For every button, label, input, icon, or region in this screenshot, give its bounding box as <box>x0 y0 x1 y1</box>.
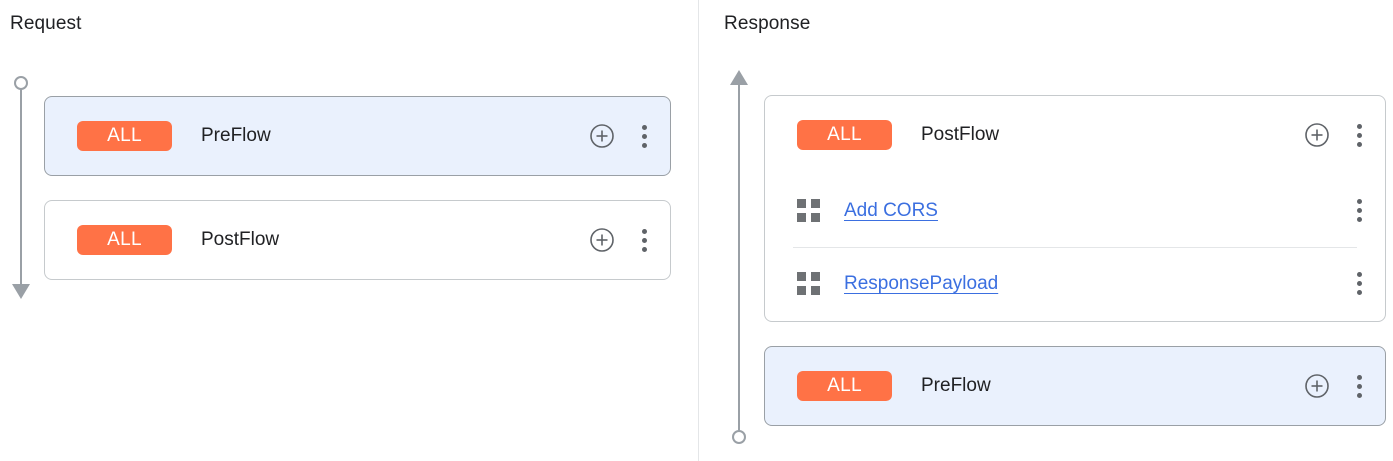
status-badge: ALL <box>77 121 172 151</box>
add-circle-icon[interactable] <box>1304 373 1330 399</box>
drag-handle-icon[interactable] <box>797 198 821 223</box>
request-panel: Request ALL PreFlow <box>6 13 671 301</box>
flow-name-label: PostFlow <box>921 124 1000 145</box>
policy-row[interactable]: Add CORS <box>765 174 1385 247</box>
more-vert-icon[interactable] <box>634 227 654 253</box>
request-flow-connector <box>6 76 36 301</box>
flow-card-response-postflow[interactable]: ALL PostFlow Add CORS <box>764 95 1386 322</box>
more-vert-icon[interactable] <box>1349 198 1369 224</box>
add-circle-icon[interactable] <box>589 227 615 253</box>
add-circle-icon[interactable] <box>1304 122 1330 148</box>
panel-divider <box>698 0 699 461</box>
flow-card-header[interactable]: ALL PreFlow <box>45 97 670 175</box>
policy-link[interactable]: ResponsePayload <box>844 272 999 294</box>
response-flow-connector <box>724 70 754 452</box>
connector-line <box>738 82 740 440</box>
more-vert-icon[interactable] <box>1349 271 1369 297</box>
drag-handle-icon[interactable] <box>797 271 821 296</box>
policy-link[interactable]: Add CORS <box>844 199 938 221</box>
status-badge: ALL <box>77 225 172 255</box>
flow-card-header[interactable]: ALL PostFlow <box>765 96 1385 174</box>
flow-card-request-postflow[interactable]: ALL PostFlow <box>44 200 671 280</box>
connector-end-circle-icon <box>732 430 746 444</box>
flow-name-label: PostFlow <box>201 229 280 250</box>
connector-line <box>20 88 22 288</box>
response-panel: Response ALL PostFlow <box>699 0 1393 461</box>
policy-row[interactable]: ResponsePayload <box>765 247 1385 320</box>
flow-name-label: PreFlow <box>201 125 271 146</box>
add-circle-icon[interactable] <box>589 123 615 149</box>
response-panel-title: Response <box>724 13 811 34</box>
flow-card-header[interactable]: ALL PostFlow <box>45 201 670 279</box>
connector-arrow-down-icon <box>12 284 30 299</box>
flow-card-header[interactable]: ALL PreFlow <box>765 347 1385 425</box>
status-badge: ALL <box>797 371 892 401</box>
request-panel-title: Request <box>10 13 82 34</box>
connector-arrow-up-icon <box>730 70 748 85</box>
more-vert-icon[interactable] <box>634 123 654 149</box>
flow-card-request-preflow[interactable]: ALL PreFlow <box>44 96 671 176</box>
flow-card-response-preflow[interactable]: ALL PreFlow <box>764 346 1386 426</box>
status-badge: ALL <box>797 120 892 150</box>
more-vert-icon[interactable] <box>1349 373 1369 399</box>
flow-name-label: PreFlow <box>921 375 991 396</box>
more-vert-icon[interactable] <box>1349 122 1369 148</box>
